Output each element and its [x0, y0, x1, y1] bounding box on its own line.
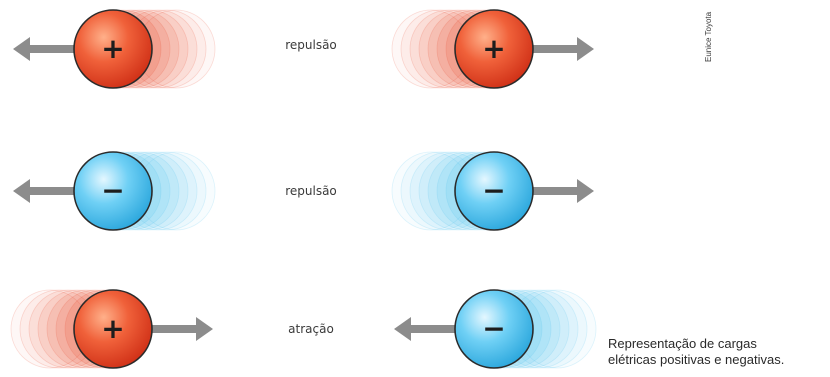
row-3-right-negative-charge-ball: [454, 289, 534, 369]
row-2-left-negative-charge-ball: [73, 151, 153, 231]
row-1-right-positive-charge-ball: [454, 9, 534, 89]
row-2-left-negative-charge: −: [73, 151, 153, 231]
row-3-right-negative-charge: −: [454, 289, 534, 369]
row-3-left-positive-charge: +: [73, 289, 153, 369]
plus-sign: +: [101, 32, 124, 65]
figure-caption: Representação de cargas elétricas positi…: [608, 336, 830, 368]
caption-line-1: Representação de cargas: [608, 336, 757, 351]
plus-sign: +: [482, 32, 505, 65]
row-3-left-positive-charge-arrow-right: [146, 317, 213, 341]
row-1-left-positive-charge-ball: [73, 9, 153, 89]
minus-sign: −: [482, 174, 505, 207]
image-credit: Eunice Toyota: [704, 11, 713, 62]
plus-sign: +: [101, 312, 124, 345]
row-2-right-negative-charge-ball: [454, 151, 534, 231]
minus-sign: −: [482, 312, 505, 345]
row-2-left-negative-charge-arrow-left: [13, 179, 80, 203]
caption-line-2: elétricas positivas e negativas.: [608, 352, 785, 367]
row-3-left-positive-charge-ball: [73, 289, 153, 369]
row-1-right-positive-charge-arrow-right: [527, 37, 594, 61]
relation-label-row-2: repulsão: [285, 184, 337, 198]
row-2-right-negative-charge: −: [454, 151, 534, 231]
row-3-right-negative-charge-arrow-left: [394, 317, 461, 341]
relation-label-row-3: atração: [288, 322, 334, 336]
minus-sign: −: [101, 174, 124, 207]
row-2-right-negative-charge-arrow-right: [527, 179, 594, 203]
row-1-right-positive-charge: +: [454, 9, 534, 89]
relation-label-row-1: repulsão: [285, 38, 337, 52]
row-1-left-positive-charge: +: [73, 9, 153, 89]
row-1-left-positive-charge-arrow-left: [13, 37, 80, 61]
